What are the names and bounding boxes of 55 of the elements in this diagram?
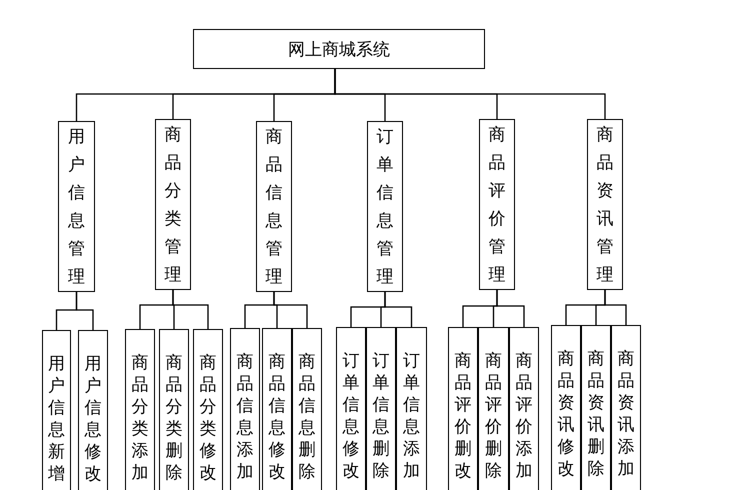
- box-label: 商品信息删除: [298, 351, 316, 483]
- box-label: 商品分类删除: [165, 352, 183, 484]
- function-box: [611, 325, 641, 490]
- box-label: 商品信息添加: [236, 351, 254, 483]
- box-label: 商品评价添加: [515, 350, 533, 482]
- function-box: [448, 327, 478, 490]
- function-box: [292, 328, 322, 490]
- connector-line: [384, 292, 412, 327]
- function-box: [159, 329, 189, 490]
- connector-line: [334, 69, 606, 119]
- system-box: [193, 29, 485, 69]
- function-box: [336, 327, 366, 490]
- module-box: [155, 119, 191, 290]
- box-label: 订单信息管理: [376, 126, 394, 288]
- box-label: 商品评价删改: [454, 350, 472, 482]
- function-box: [509, 327, 539, 490]
- box-label: 用户信息新增: [48, 353, 66, 485]
- box-label: 用户信息修改: [84, 353, 102, 485]
- function-box: [42, 330, 71, 490]
- connector-line: [496, 290, 525, 327]
- box-label: 订单信息添加: [402, 350, 420, 482]
- box-label: 商品信息管理: [265, 126, 283, 288]
- function-box: [366, 327, 396, 490]
- box-label: 网上商城系统: [288, 38, 390, 60]
- connector-line: [604, 290, 627, 325]
- box-label: 商品评价删除: [484, 350, 502, 482]
- module-box: [58, 121, 95, 292]
- function-box: [581, 325, 611, 490]
- connector-line: [273, 292, 308, 328]
- box-label: 商品分类管理: [164, 124, 182, 286]
- function-box: [478, 327, 509, 490]
- box-label: 商品分类添加: [131, 352, 149, 484]
- box-label: 商品评价管理: [488, 124, 506, 286]
- box-label: 用户信息管理: [68, 126, 86, 288]
- function-box: [551, 325, 581, 490]
- function-box: [78, 330, 108, 490]
- box-label: 订单信息修改: [342, 350, 360, 482]
- function-box: [262, 328, 292, 490]
- function-box: [193, 329, 223, 490]
- box-label: 商品资讯添加: [617, 348, 635, 480]
- connector-line: [76, 292, 94, 330]
- module-box: [367, 121, 403, 292]
- box-label: 商品资讯修改: [557, 348, 575, 480]
- module-box: [256, 121, 292, 292]
- function-box: [125, 329, 155, 490]
- box-label: 商品资讯管理: [596, 124, 614, 286]
- box-label: 商品资讯删除: [587, 348, 605, 480]
- box-label: 商品信息修改: [268, 351, 286, 483]
- module-box: [479, 119, 515, 290]
- box-label: 订单信息删除: [372, 350, 390, 482]
- function-box: [230, 328, 260, 490]
- function-box: [396, 327, 427, 490]
- module-box: [587, 119, 623, 290]
- box-label: 商品分类修改: [199, 352, 217, 484]
- connector-line: [172, 290, 209, 329]
